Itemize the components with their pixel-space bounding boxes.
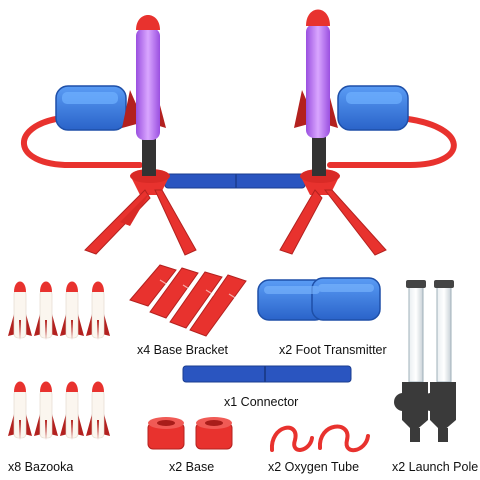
label-foot-transmitter: x2 Foot Transmitter <box>279 343 387 357</box>
right-launch-stand <box>279 128 387 256</box>
launch-pole-icon <box>394 280 456 442</box>
right-foot-pump <box>337 85 409 131</box>
label-launch-pole: x2 Launch Pole <box>392 460 479 474</box>
foam-rocket <box>34 381 58 440</box>
label-bazooka: x8 Bazooka <box>8 460 74 474</box>
foam-rocket <box>34 281 58 340</box>
foam-rocket <box>8 381 32 440</box>
foam-rocket <box>8 281 32 340</box>
left-air-hose <box>21 115 143 168</box>
foam-rocket <box>60 381 84 440</box>
assembled-launcher <box>21 9 457 256</box>
base-ring-icon <box>147 417 233 450</box>
foam-rocket <box>86 381 110 440</box>
connector-bar <box>164 173 306 189</box>
connector-bar-icon <box>182 365 352 383</box>
foot-pump-icon <box>257 277 381 321</box>
left-launch-stand <box>84 128 197 256</box>
foam-rocket-icon <box>8 281 110 440</box>
label-oxygen-tube: x2 Oxygen Tube <box>268 460 360 474</box>
right-air-hose <box>327 115 457 168</box>
label-base-bracket: x4 Base Bracket <box>137 343 229 357</box>
base-bracket-icon <box>129 264 247 337</box>
right-glow-rocket <box>294 9 338 138</box>
foam-rocket <box>86 281 110 340</box>
left-glow-rocket <box>122 15 166 140</box>
left-foot-pump <box>55 85 127 131</box>
label-base: x2 Base <box>169 460 215 474</box>
air-tube-icon <box>269 424 370 452</box>
foam-rocket <box>60 281 84 340</box>
label-connector: x1 Connector <box>224 395 299 409</box>
